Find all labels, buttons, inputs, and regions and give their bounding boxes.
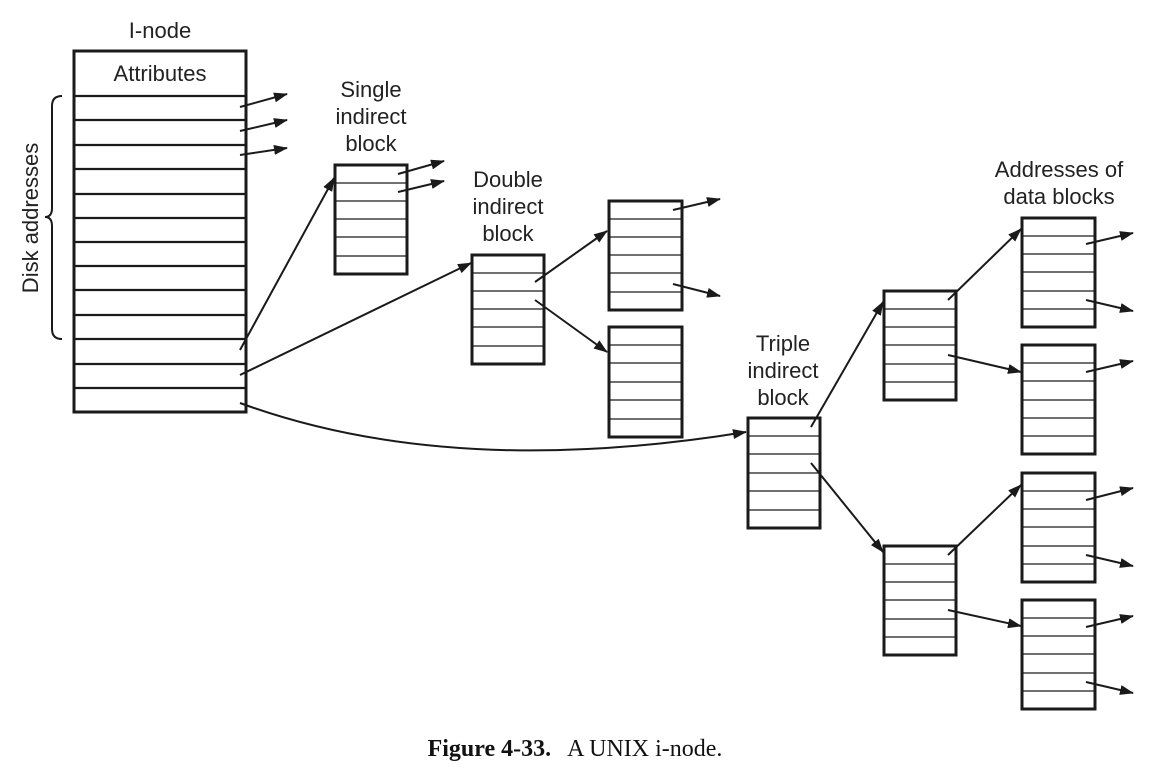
single-indirect-label-line2: indirect (336, 104, 407, 129)
data-block-addresses-label-line2: data blocks (1003, 184, 1114, 209)
single-indirect-out-arrow (397, 159, 445, 175)
inode-slot-lines (74, 94, 246, 390)
figure-caption-text: A UNIX i-node. (567, 736, 722, 762)
direct-pointer-arrow (239, 92, 288, 108)
disk-addresses-brace (44, 95, 63, 340)
level2-to-level3-arrow (947, 609, 1022, 629)
triple-indirect-label-line1: Triple (756, 331, 810, 356)
single-indirect-label-line1: Single (340, 77, 401, 102)
double-level2-blocks (534, 197, 721, 439)
data-pointer-arrow (672, 283, 721, 298)
triple-indirect-label-line3: block (757, 385, 809, 410)
single-indirect-out-arrow (397, 179, 445, 193)
data-pointer-arrow (1085, 359, 1134, 373)
data-pointer-arrow (1085, 231, 1134, 245)
double-indirect-block: Double indirect block (470, 167, 546, 366)
figure-caption: Figure 4-33. A UNIX i-node. (428, 736, 723, 762)
inode-table: I-node Attributes Disk addresses (18, 18, 288, 414)
attributes-label: Attributes (114, 61, 207, 86)
level2-to-level3-arrow (947, 228, 1022, 301)
direct-pointer-arrow (239, 118, 288, 132)
triple-to-block-arrow (810, 301, 884, 428)
single-indirect-label-line3: block (345, 131, 397, 156)
direct-pointer-arrow (239, 144, 288, 156)
figure-number: Figure 4-33. (428, 736, 552, 762)
data-pointer-arrow (1085, 681, 1134, 695)
data-pointer-arrow (1085, 614, 1134, 628)
data-pointer-arrow (1085, 554, 1134, 568)
inode-outline (72, 49, 248, 414)
data-block-addresses-label-line1: Addresses of (995, 157, 1124, 182)
double-to-block-arrow (534, 230, 608, 283)
level2-to-level3-arrow (947, 354, 1022, 374)
single-indirect-block: Single indirect block (333, 77, 445, 276)
data-pointer-arrow (1085, 299, 1134, 313)
triple-indirect-label-line2: indirect (748, 358, 819, 383)
level2-to-level3-arrow (947, 484, 1022, 556)
disk-addresses-label: Disk addresses (18, 143, 43, 293)
double-indirect-label-line1: Double (473, 167, 543, 192)
inode-title: I-node (129, 18, 191, 43)
triple-level2-blocks (810, 289, 958, 657)
inode-to-double-indirect-arrow (239, 262, 472, 376)
triple-level3-blocks: Addresses of data blocks (947, 157, 1134, 711)
double-to-block-arrow (534, 299, 608, 353)
inode-to-single-indirect-arrow (239, 177, 335, 351)
triple-to-block-arrow (810, 462, 884, 553)
double-indirect-label-line2: indirect (473, 194, 544, 219)
data-pointer-arrow (672, 197, 721, 211)
inode-to-triple-indirect-arrow (239, 402, 747, 452)
data-pointer-arrow (1085, 486, 1134, 501)
double-indirect-label-line3: block (482, 221, 534, 246)
triple-indirect-block: Triple indirect block (746, 331, 822, 530)
